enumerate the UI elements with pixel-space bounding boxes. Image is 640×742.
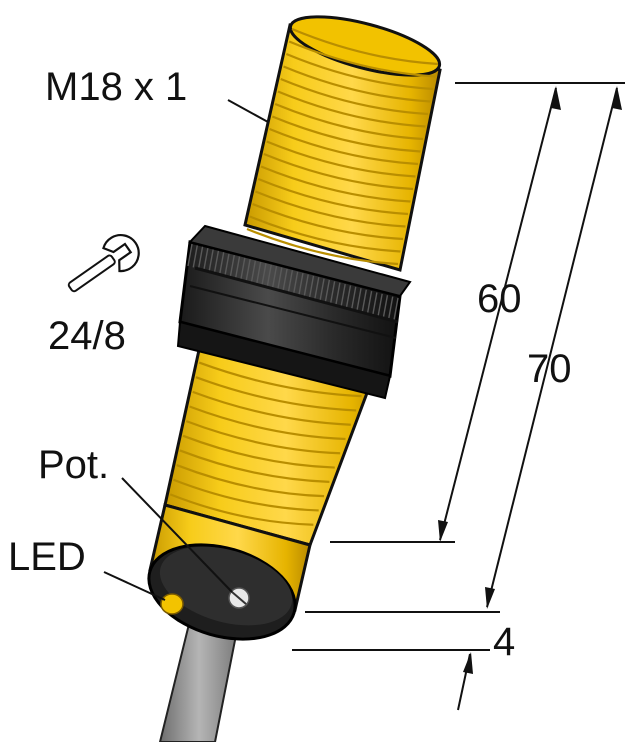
thread-line — [283, 65, 431, 103]
thread-line — [249, 215, 401, 253]
thread-leader-line — [227, 99, 269, 123]
nut-ridge — [388, 296, 394, 319]
thread-label: M18 x 1 — [45, 65, 187, 109]
nut-ridge — [319, 278, 325, 301]
nut-ridge — [382, 295, 389, 318]
wrench-size-label: 24/8 — [48, 314, 126, 358]
thread-line — [169, 493, 314, 526]
arrow-60-top — [551, 86, 561, 110]
nut-ridge — [261, 263, 267, 286]
nut-ridge — [329, 281, 336, 304]
nut-ridge — [372, 292, 378, 315]
upper-threaded-body — [243, 15, 442, 272]
nut-ridge — [197, 246, 204, 269]
nut-ridge — [366, 290, 373, 314]
nut-ridge — [351, 286, 357, 310]
thread-line — [266, 140, 416, 178]
nut-ridge — [303, 274, 309, 297]
thread-line — [176, 464, 325, 498]
wrench-icon — [67, 234, 140, 293]
nut-ridge — [277, 267, 283, 290]
thread-line — [185, 420, 341, 455]
nut-ridge — [287, 270, 294, 293]
thread-line — [246, 227, 399, 266]
nut-ridge — [335, 282, 341, 305]
leader-lines — [103, 99, 269, 601]
thread-line — [277, 90, 426, 128]
nut-ridge — [229, 254, 235, 278]
thread-line — [280, 77, 429, 116]
nut-ridge — [219, 252, 225, 275]
thread-line — [255, 190, 406, 228]
nut-ridge — [213, 250, 220, 274]
nut-ridge — [203, 248, 209, 271]
led-label: LED — [8, 535, 86, 579]
thread-line — [189, 405, 346, 441]
dimension-4-label: 4 — [493, 620, 515, 664]
nut-ridge — [377, 293, 383, 316]
dimension-60-label: 60 — [477, 277, 522, 321]
dim-line-60 — [439, 87, 557, 541]
thread-line — [252, 202, 404, 241]
nut-ridge — [324, 279, 331, 303]
thread-line — [271, 115, 421, 153]
pot-leader-line — [121, 477, 233, 593]
potentiometer-screw — [228, 587, 250, 609]
thread-line — [195, 376, 357, 412]
thread-line — [291, 27, 439, 66]
nut-ridge — [314, 277, 320, 300]
thread-line — [192, 390, 351, 426]
dim-line-70 — [486, 87, 618, 608]
thread-line — [288, 40, 436, 78]
thread-line — [269, 127, 419, 166]
arrow-4 — [463, 652, 473, 674]
nut-ridge — [250, 260, 257, 283]
thread-line — [182, 434, 335, 469]
thread-line — [257, 177, 409, 216]
nut-ridge — [298, 272, 304, 296]
dimension-70-label: 70 — [527, 347, 572, 391]
arrow-60-bottom — [438, 520, 448, 542]
nut-ridge — [393, 297, 399, 321]
nut-ridge — [340, 284, 346, 307]
nut-ridge — [356, 288, 362, 311]
led-leader-line — [103, 571, 166, 601]
thread-line — [285, 52, 434, 91]
thread-line — [179, 449, 330, 483]
nut-ridge — [361, 289, 367, 312]
nut-ridge — [255, 261, 262, 285]
dimension-arrows — [438, 86, 622, 674]
arrow-70-bottom — [485, 587, 495, 609]
thread-line — [173, 478, 319, 512]
thread-line — [263, 152, 414, 191]
arrow-70-top — [612, 86, 622, 110]
nut-ridge — [192, 245, 198, 268]
nut-ridge — [345, 285, 352, 308]
nut-ridge — [208, 249, 214, 272]
nut-ridge — [266, 264, 272, 287]
nut-ridge — [234, 256, 241, 279]
hex-nut — [176, 224, 412, 400]
thread-line — [274, 102, 424, 141]
nut-ridge — [245, 259, 251, 282]
dimension-lines — [292, 82, 625, 711]
nut-ridge — [292, 271, 299, 294]
nut-ridge — [187, 243, 193, 267]
led-indicator — [160, 593, 184, 615]
thread-line — [198, 361, 362, 398]
nut-ridge — [271, 266, 278, 289]
nut-ridge — [282, 268, 288, 292]
nut-ridge — [308, 275, 315, 298]
pot-label: Pot. — [38, 443, 109, 487]
thread-line — [260, 165, 411, 203]
nut-ridge — [240, 257, 246, 280]
nut-ridge — [224, 253, 230, 276]
